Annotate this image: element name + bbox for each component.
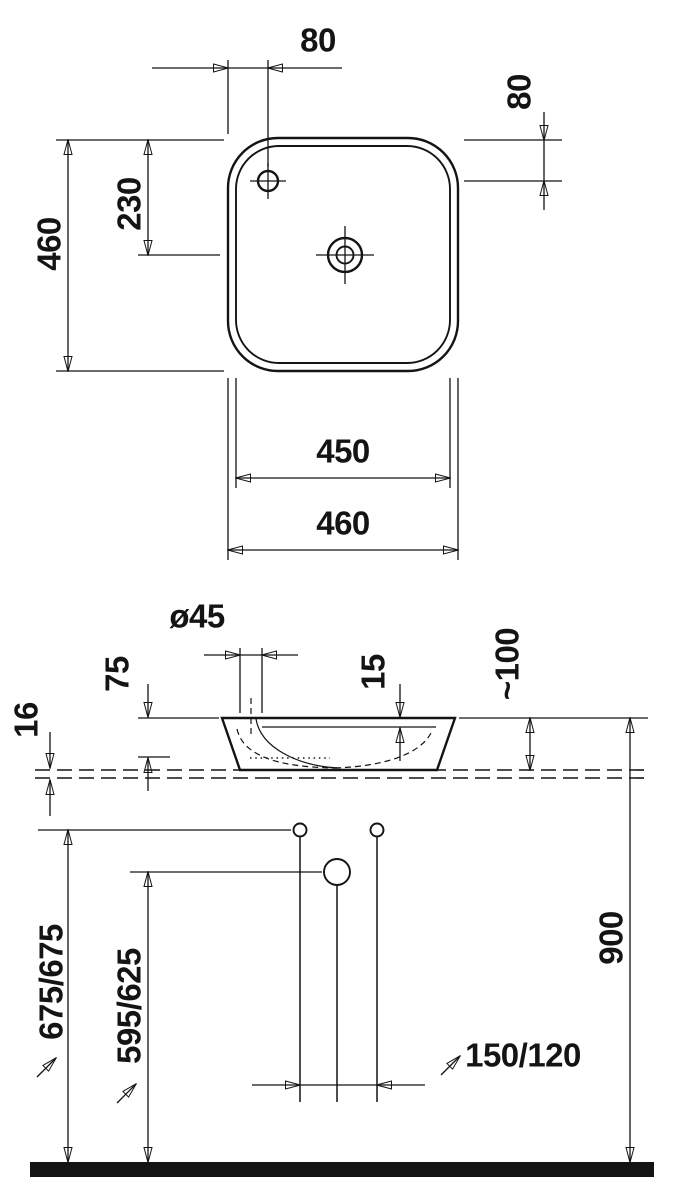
hidden-bowl-left xyxy=(236,728,336,769)
dim-label: 460 xyxy=(31,217,68,271)
supply-connection-left xyxy=(292,822,308,838)
hidden-bowl-right xyxy=(334,732,432,769)
side-view: ø45 75 15 ~100 16 xyxy=(8,598,654,1177)
variant-arrow xyxy=(440,1056,460,1076)
dim-rim-height: 15 xyxy=(355,654,401,761)
dim-label: 230 xyxy=(111,177,148,231)
supply-connection-right xyxy=(369,822,385,838)
drain-connection xyxy=(323,858,351,886)
basin-profile xyxy=(220,716,457,772)
dim-label: 80 xyxy=(300,22,336,59)
dim-total-height: 900 xyxy=(593,718,631,1162)
basin-inner-edge xyxy=(235,145,451,364)
dim-faucet-hole-diameter: ø45 xyxy=(169,598,298,713)
variant-arrow xyxy=(36,1058,56,1078)
top-view: 80 80 230 460 450 xyxy=(31,22,562,560)
dim-label: 80 xyxy=(501,74,538,110)
dim-label: 460 xyxy=(316,505,370,542)
dim-label: ~100 xyxy=(489,628,526,700)
basin-outer-edge xyxy=(226,136,460,373)
dim-label: 595/625 xyxy=(111,948,148,1064)
dim-drain-height: 595/625 xyxy=(111,872,322,1162)
dim-width: 460 xyxy=(228,378,458,560)
floor-line xyxy=(30,1162,654,1177)
dim-label: 150/120 xyxy=(465,1037,581,1074)
dim-bowl-depth: 75 xyxy=(99,656,219,791)
bowl-front-edge xyxy=(255,718,339,769)
dim-supply-height: 675/675 xyxy=(33,830,291,1162)
dim-hole-offset-x: 80 xyxy=(152,22,342,167)
dim-label: 675/675 xyxy=(33,924,70,1040)
dim-center-offset: 230 xyxy=(111,140,220,255)
dim-depth: 460 xyxy=(31,140,224,371)
dim-inner-width: 450 xyxy=(236,378,450,488)
dim-counter-thickness: 16 xyxy=(8,702,51,816)
dim-label: ø45 xyxy=(169,598,225,635)
variant-arrow xyxy=(116,1084,136,1104)
dim-label: 900 xyxy=(593,911,630,965)
dim-label: 450 xyxy=(316,433,370,470)
dim-label: 75 xyxy=(99,656,136,692)
dim-label: 15 xyxy=(355,654,392,690)
dim-supply-spacing: 150/120 xyxy=(252,1037,581,1086)
dim-hole-offset-y: 80 xyxy=(464,74,562,210)
dim-label: 16 xyxy=(8,702,45,738)
dim-height-above-counter: ~100 xyxy=(459,628,648,770)
